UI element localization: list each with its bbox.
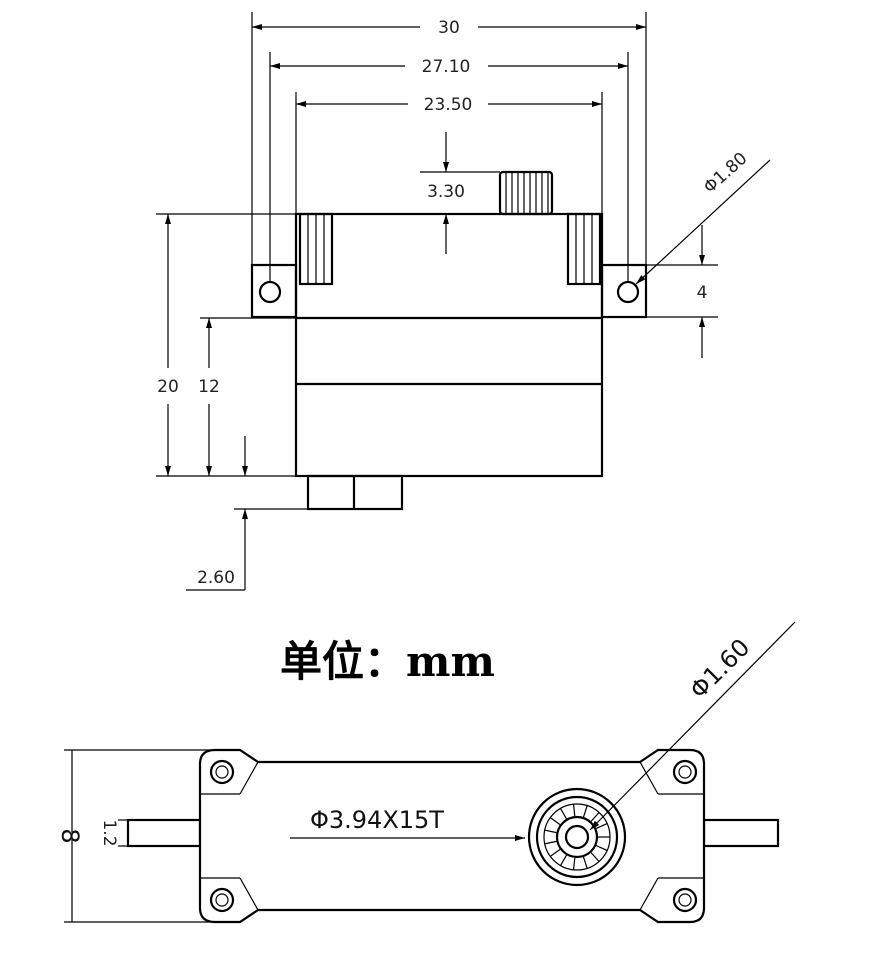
dim-label-23-50: 23.50 (424, 95, 473, 115)
right-shaft (702, 818, 780, 848)
spline-tooth (572, 857, 576, 870)
spline-tooth (544, 829, 557, 834)
spline-tooth (590, 812, 600, 822)
dim-label-2-60: 2.60 (197, 568, 235, 588)
servo-body (250, 170, 648, 511)
spline-teeth (544, 804, 610, 870)
dim-label-8: 8 (56, 828, 84, 843)
spline-tooth (582, 856, 588, 869)
dim-total-height: 20 (156, 213, 296, 477)
dim-tab-height: 4 (646, 225, 718, 358)
output-gear (498, 170, 554, 216)
dim-spline: Φ3.94X15T (290, 806, 525, 841)
dim-overall-width: 30 (251, 12, 647, 265)
dim-label-30: 30 (438, 18, 460, 38)
spline-tooth (582, 805, 588, 818)
left-mount-hole (258, 280, 282, 304)
dim-label-phi-1-80: Φ1.80 (700, 149, 751, 198)
dim-label-27-10: 27.10 (422, 57, 471, 77)
left-shaft (126, 818, 202, 848)
dim-label-3-30: 3.30 (427, 182, 465, 202)
right-mounting-tab (600, 263, 648, 319)
dim-hole-spacing: 27.10 (269, 52, 629, 282)
right-mount-hole (616, 280, 640, 304)
left-mounting-tab (250, 263, 298, 319)
bottom-mount-holes (209, 759, 698, 913)
dim-label-4: 4 (697, 283, 708, 303)
spline-tooth (549, 848, 561, 857)
top-view: 30 27.10 23.50 3.30 Φ1.80 (156, 12, 771, 591)
dim-label-phi-1-60: Φ1.60 (684, 633, 755, 704)
dim-shaft-thickness: 1.2 (99, 819, 128, 847)
unit-label: 单位：mm (280, 637, 495, 686)
dim-label-20: 20 (157, 377, 179, 397)
spline-tooth (595, 844, 608, 851)
dim-bottom-offset: 2.60 (186, 436, 308, 591)
dim-label-12: 12 (198, 377, 220, 397)
dim-hole-diameter: Φ1.80 (635, 149, 771, 285)
bottom-body-outline (198, 748, 706, 924)
dim-depth: 8 (56, 749, 215, 923)
spline-tooth (572, 804, 576, 817)
bottom-connector (306, 474, 404, 511)
dim-body-height: 12 (198, 317, 296, 476)
output-spline (527, 787, 627, 887)
spline-tooth (559, 854, 568, 866)
dim-gear-height: 3.30 (420, 132, 500, 254)
dim-label-spline: Φ3.94X15T (310, 806, 444, 834)
spline-tooth (590, 852, 600, 862)
spline-tooth (549, 817, 561, 826)
spline-tooth (544, 840, 557, 845)
spline-tooth (559, 808, 568, 820)
left-rib (298, 212, 334, 286)
dim-body-width: 23.50 (295, 92, 603, 214)
right-rib (566, 212, 602, 286)
dim-label-1-2: 1.2 (99, 819, 119, 846)
